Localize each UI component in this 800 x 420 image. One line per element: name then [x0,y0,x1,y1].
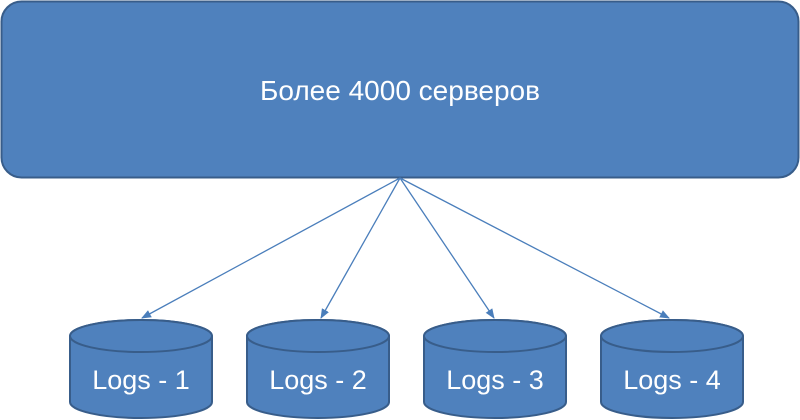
servers-node: Более 4000 серверов [0,0,800,179]
servers-label: Более 4000 серверов [260,75,540,106]
database-cylinder-top [69,319,213,353]
database-label: Logs - 1 [92,365,190,395]
database-label: Logs - 3 [446,365,544,395]
database-cylinder-top [423,319,567,353]
database-label: Logs - 4 [623,365,721,395]
database-label: Logs - 2 [269,365,367,395]
database-cylinder-top [600,319,744,353]
arrow-to-logs-1 [141,177,401,319]
arrow-to-logs-4 [399,177,670,319]
database-logs-4: Logs - 4 [600,319,744,419]
arrow-to-logs-2 [320,177,401,319]
servers-box [0,0,800,179]
database-logs-1: Logs - 1 [69,319,213,419]
connector-arrows [141,177,670,319]
database-logs-3: Logs - 3 [423,319,567,419]
database-cylinder-top [246,319,390,353]
arrow-to-logs-3 [399,177,495,319]
database-logs-2: Logs - 2 [246,319,390,419]
